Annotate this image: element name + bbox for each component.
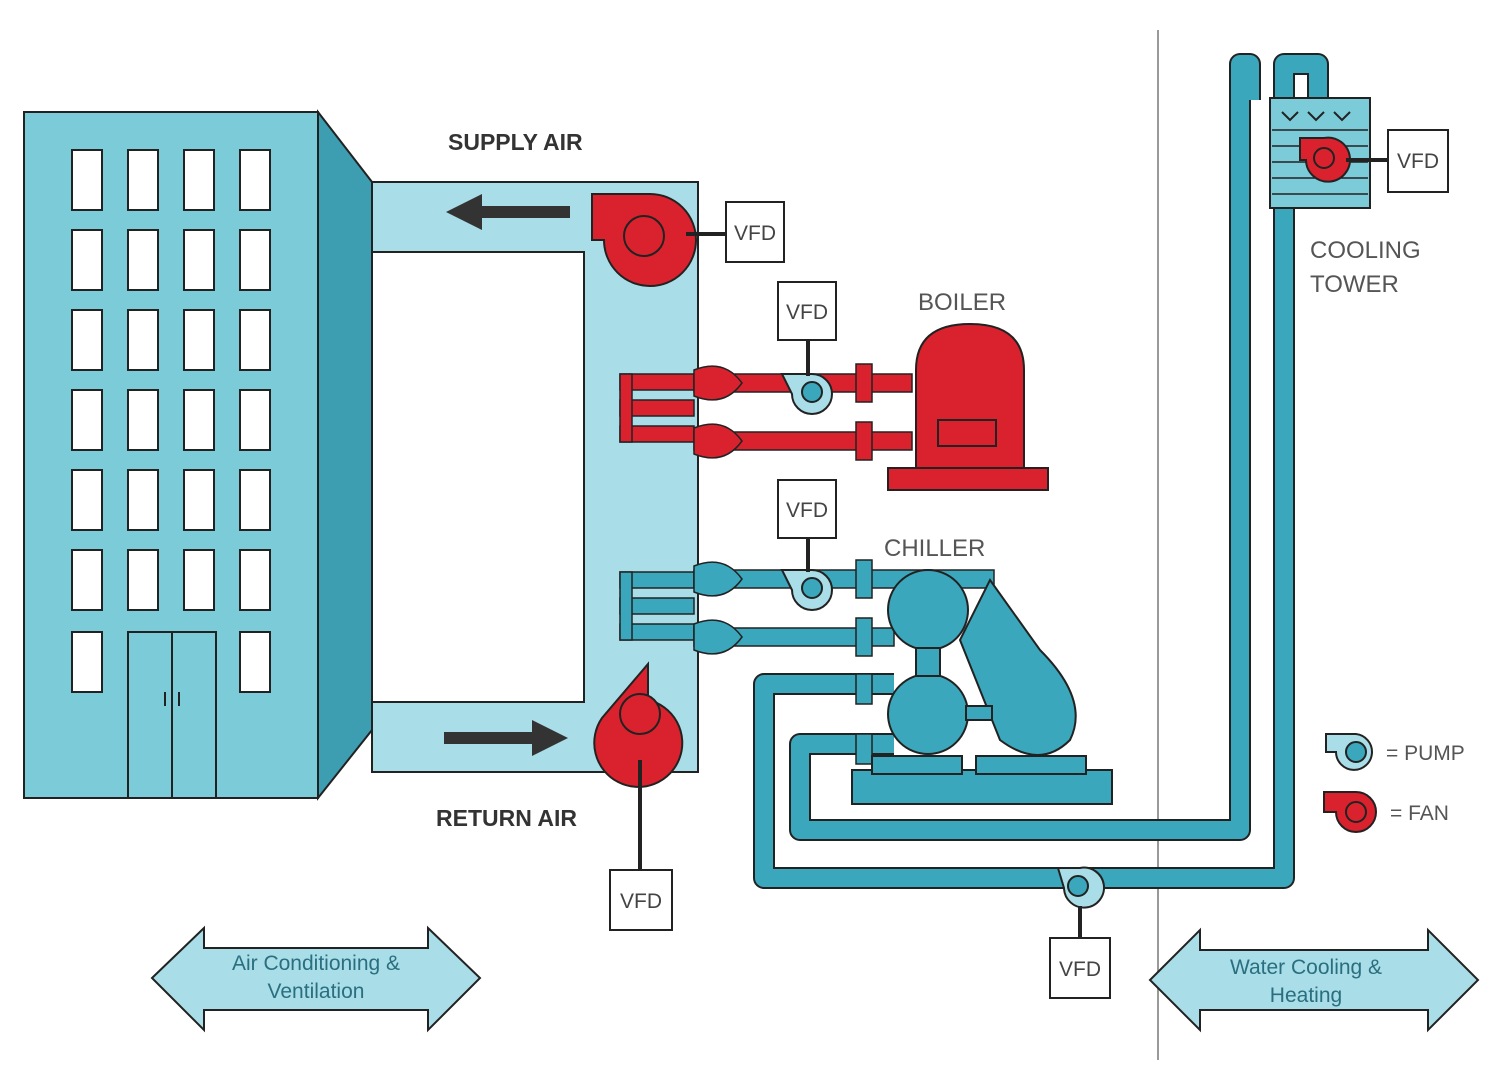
vfd-boiler-pump: VFD	[777, 281, 837, 341]
boiler-label: BOILER	[918, 289, 1006, 316]
condenser-pump	[1056, 866, 1105, 909]
svg-text:= FAN: = FAN	[1390, 802, 1449, 825]
building-window	[71, 309, 103, 371]
building-window	[239, 631, 271, 693]
vfd-tower-fan: VFD	[1387, 129, 1449, 193]
svg-text:Heating: Heating	[1270, 984, 1342, 1007]
building-window	[127, 309, 159, 371]
svg-text:VFD: VFD	[786, 301, 828, 324]
svg-text:Water Cooling &: Water Cooling &	[1230, 956, 1382, 979]
return-fan	[593, 661, 684, 788]
building-window	[239, 229, 271, 291]
building-window	[71, 549, 103, 611]
return-air-label: RETURN AIR	[436, 805, 577, 831]
legend-fan: = FAN	[1323, 791, 1449, 833]
building-window	[71, 149, 103, 211]
building-window	[71, 389, 103, 451]
building-window	[183, 389, 215, 451]
svg-text:Air Conditioning &: Air Conditioning &	[232, 952, 400, 975]
building-window	[127, 549, 159, 611]
return-air-arrow	[444, 720, 568, 756]
svg-text:VFD: VFD	[1397, 150, 1439, 173]
vfd-connectors	[638, 158, 1388, 938]
building-window	[127, 389, 159, 451]
vfd-supply-fan: VFD	[725, 201, 785, 263]
chiller-label: CHILLER	[884, 535, 985, 562]
boiler-pump	[780, 373, 833, 415]
building-window	[183, 309, 215, 371]
section-arrow-air: Air Conditioning & Ventilation	[150, 925, 482, 1033]
supply-air-arrow	[446, 194, 570, 230]
cooling-coil	[619, 571, 695, 641]
building-window	[183, 469, 215, 531]
chiller	[851, 569, 1113, 805]
building-window	[239, 309, 271, 371]
building-window	[127, 149, 159, 211]
building-window	[239, 469, 271, 531]
svg-text:VFD: VFD	[786, 499, 828, 522]
vfd-return-fan: VFD	[609, 869, 673, 931]
building-window	[127, 469, 159, 531]
heating-coil	[619, 373, 695, 443]
building-window	[183, 229, 215, 291]
svg-text:VFD: VFD	[1059, 958, 1101, 981]
svg-text:VFD: VFD	[620, 890, 662, 913]
building-window	[71, 469, 103, 531]
building-window	[239, 149, 271, 211]
cooling-tower-label-2: TOWER	[1310, 271, 1399, 298]
building-windows	[71, 149, 271, 693]
svg-text:VFD: VFD	[734, 222, 776, 245]
chiller-pump	[780, 569, 833, 611]
building-window	[71, 229, 103, 291]
building-window	[239, 389, 271, 451]
building-window	[183, 549, 215, 611]
condenser-water-loop	[753, 53, 1329, 889]
cooling-tower-label-1: COOLING	[1310, 237, 1421, 264]
supply-air-label: SUPPLY AIR	[448, 129, 583, 155]
svg-text:= PUMP: = PUMP	[1386, 742, 1465, 765]
section-arrow-water: Water Cooling & Heating	[1148, 927, 1480, 1033]
building-window	[127, 229, 159, 291]
legend-pump: = PUMP	[1325, 733, 1465, 771]
svg-text:Ventilation: Ventilation	[268, 980, 365, 1003]
building-window	[239, 549, 271, 611]
cooling-tower	[1269, 97, 1371, 209]
building-window	[183, 149, 215, 211]
supply-fan	[591, 193, 697, 287]
boiler	[887, 322, 1049, 491]
building-window	[71, 631, 103, 693]
vfd-condenser-pump: VFD	[1049, 937, 1111, 999]
building	[23, 109, 373, 801]
vfd-chiller-pump: VFD	[777, 479, 837, 539]
